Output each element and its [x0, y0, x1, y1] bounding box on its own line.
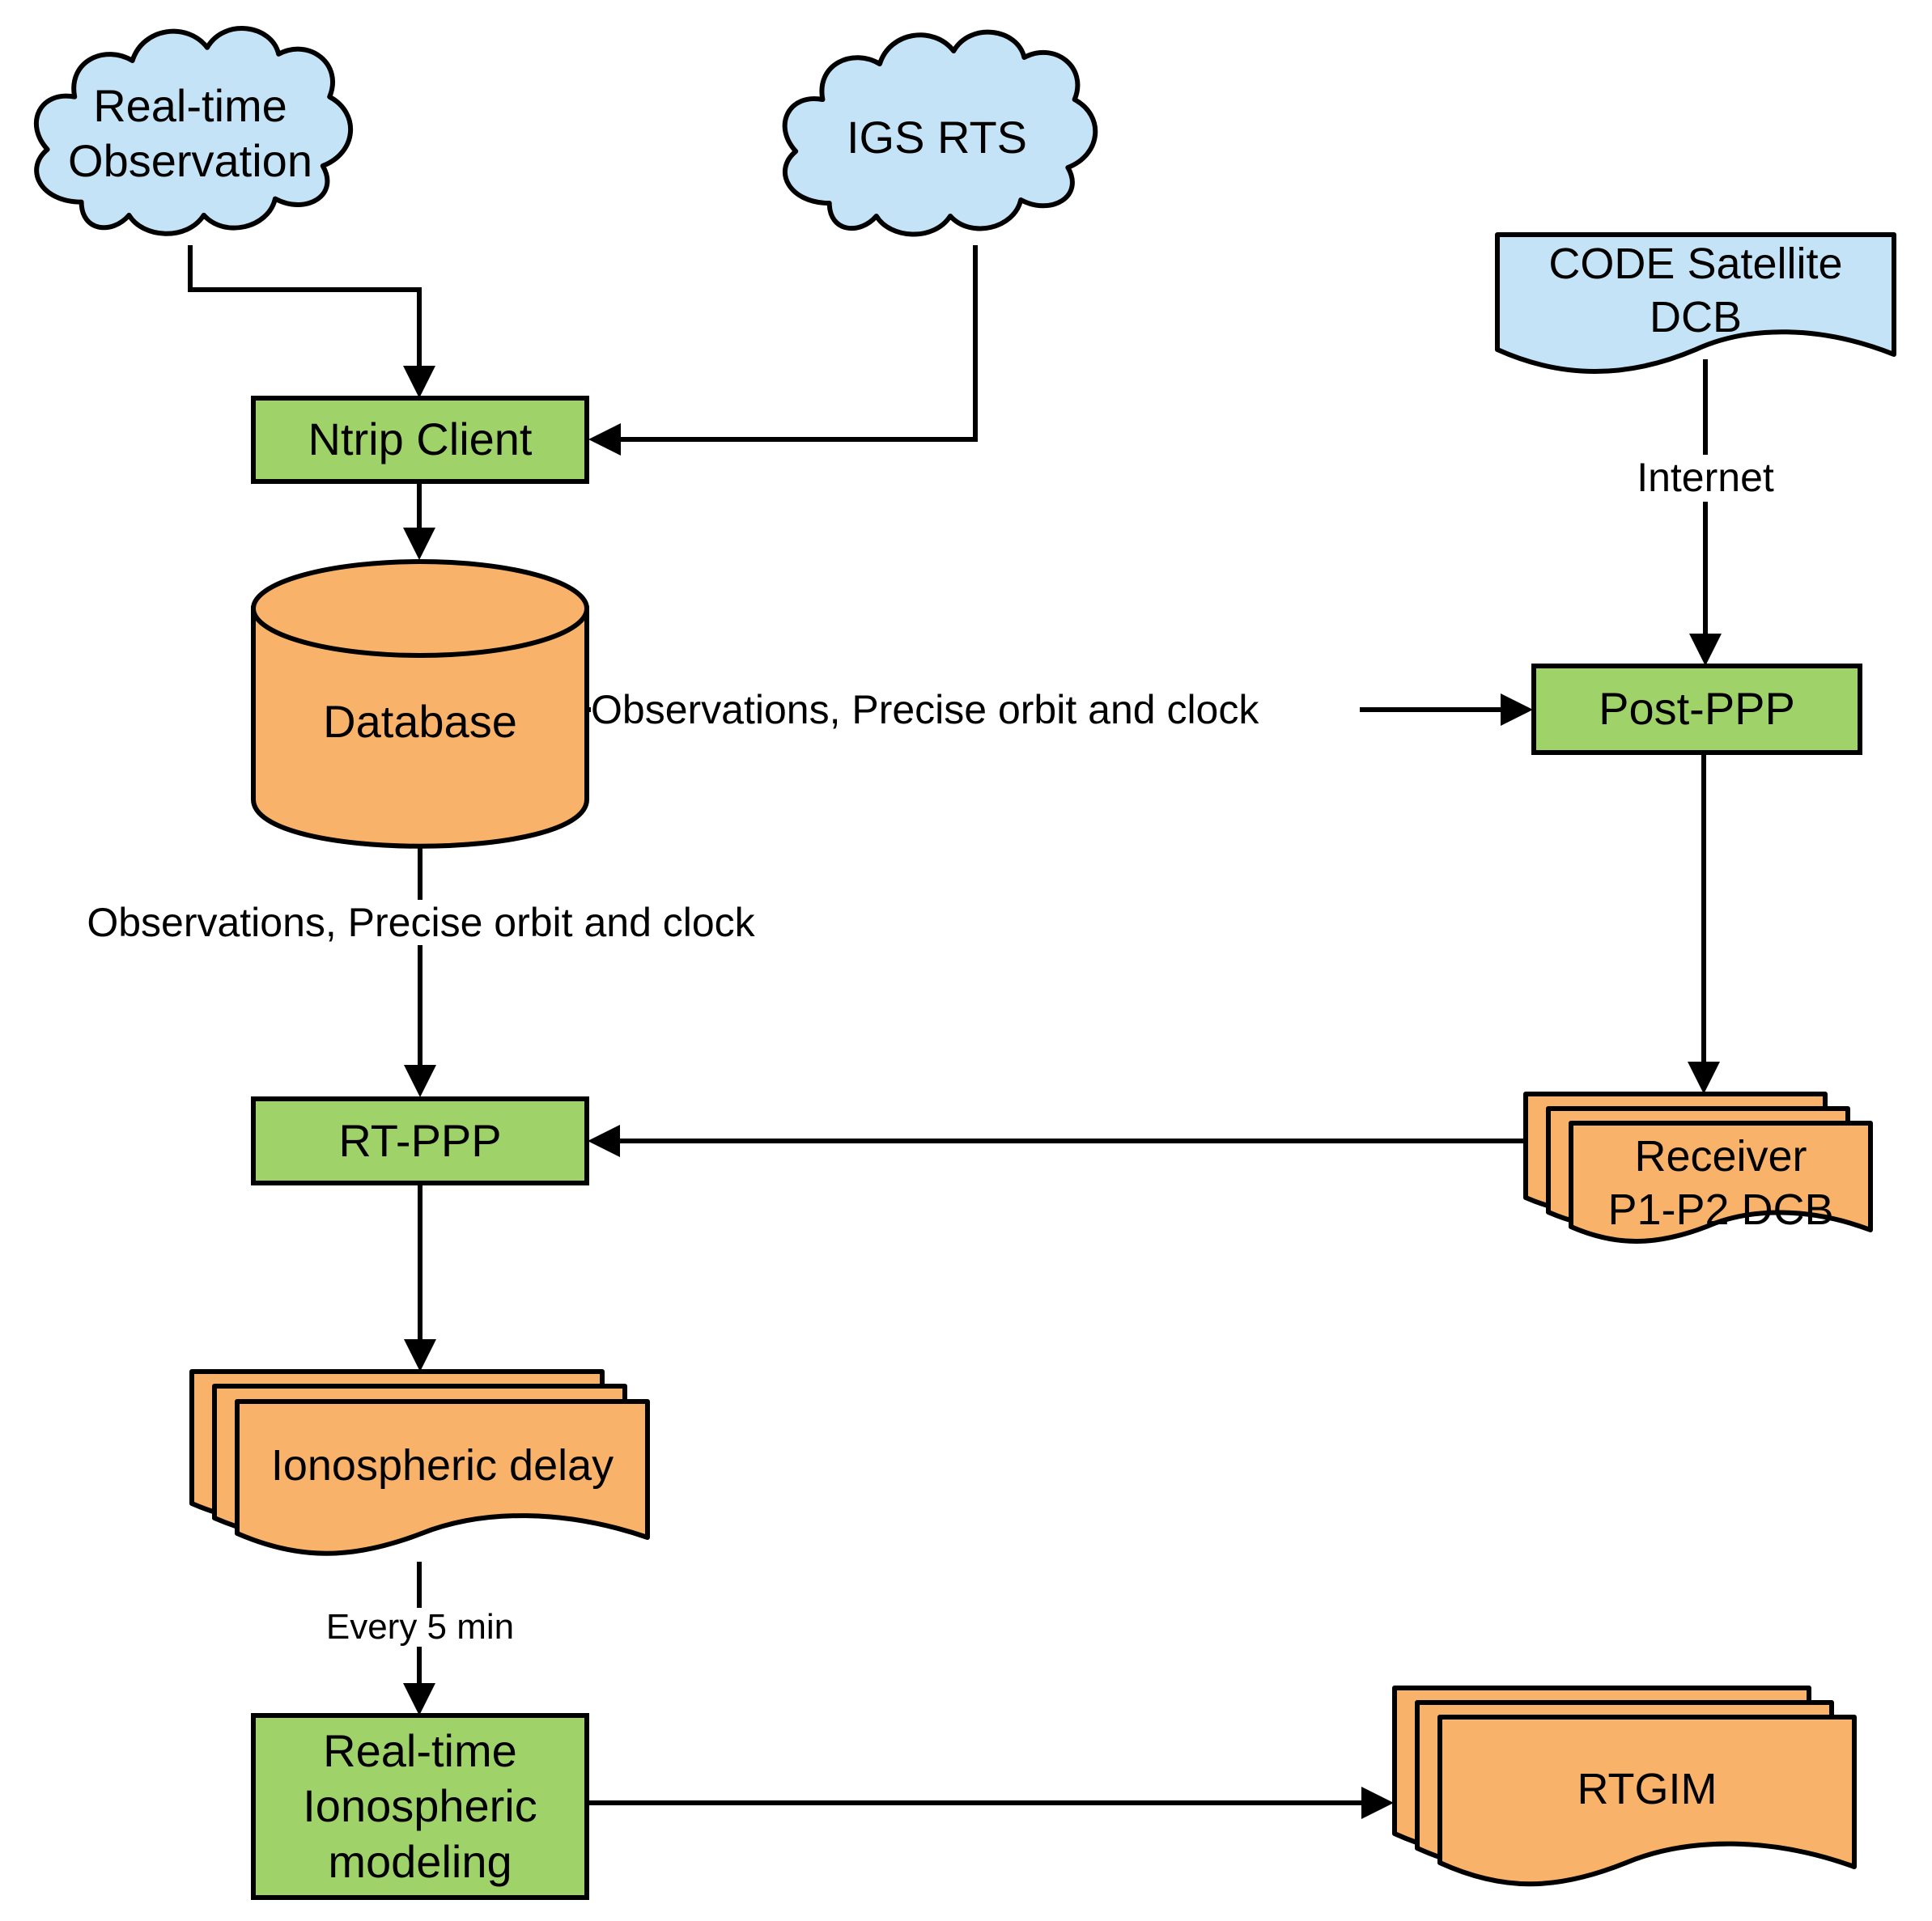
multidoc-ionospheric-delay-label: Ionospheric delay: [270, 1441, 614, 1491]
document-code-satellite-dcb-shape[interactable]: [1495, 232, 1896, 374]
process-rt-iono-modeling-shape[interactable]: [251, 1713, 589, 1900]
document-code-satellite-dcb-label: CODE Satellite DCB: [1548, 240, 1843, 341]
multidoc-receiver-p1p2-dcb-label: Receiver P1-P2 DCB: [1607, 1132, 1834, 1234]
multidoc-ionospheric-delay-shape[interactable]: [189, 1369, 650, 1556]
cloud-realtime-observation-shape[interactable]: [36, 28, 350, 234]
edge-label-every-5-min: Every 5 min: [299, 1607, 541, 1647]
edge-label-obs-db-to-postppp: Observations, Precise orbit and clock: [591, 687, 1360, 732]
process-rt-ppp-label: RT-PPP: [338, 1114, 502, 1166]
process-ntrip-client-label: Ntrip Client: [308, 413, 533, 465]
cloud-igs-rts-label: IGS RTS: [846, 111, 1027, 163]
multidoc-rtgim-label: RTGIM: [1577, 1765, 1718, 1814]
process-ntrip-client-shape[interactable]: [251, 396, 589, 484]
edge-igsrts-to-ntrip: [588, 245, 978, 456]
cloud-igs-rts-shape[interactable]: [785, 32, 1096, 235]
cloud-realtime-observation-label: Real-time Observation: [68, 79, 312, 186]
process-post-ppp-shape[interactable]: [1531, 664, 1862, 755]
multidoc-receiver-p1p2-dcb-shape[interactable]: [1523, 1092, 1873, 1244]
process-post-ppp-label: Post-PPP: [1599, 683, 1795, 735]
edge-label-internet: Internet: [1584, 455, 1827, 500]
cylinder-database-shape[interactable]: [251, 559, 589, 849]
cylinder-database-label: Database: [323, 696, 517, 748]
edge-label-obs-db-to-rtppp: Observations, Precise orbit and clock: [40, 900, 801, 945]
process-rt-iono-modeling-label: Real-time Ionospheric modeling: [303, 1725, 537, 1887]
edge-obs-cloud-to-ntrip: [188, 245, 435, 398]
multidoc-rtgim-shape[interactable]: [1392, 1686, 1857, 1887]
process-rt-ppp-shape[interactable]: [251, 1096, 589, 1185]
